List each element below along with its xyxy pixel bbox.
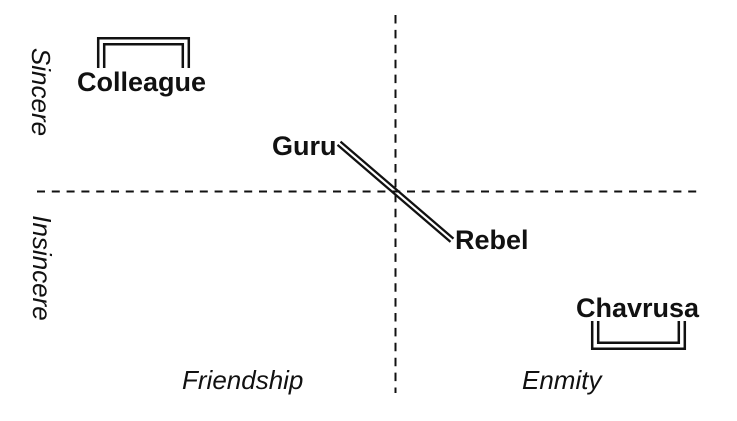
node-label-rebel: Rebel (455, 225, 529, 255)
colleague-top-bracket (96, 36, 191, 68)
node-label-colleague: Colleague (77, 67, 207, 97)
axis-label-insincere: Insincere (27, 215, 57, 321)
axis-label-sincere: Sincere (26, 47, 56, 137)
node-label-chavrusa: Chavrusa (576, 293, 700, 323)
chavrusa-bottom-bracket (590, 321, 687, 351)
node-label-guru: Guru (272, 131, 337, 161)
axis-label-friendship: Friendship (182, 365, 304, 395)
axis-label-enmity: Enmity (522, 365, 602, 395)
guru-rebel-connector (336, 140, 455, 243)
